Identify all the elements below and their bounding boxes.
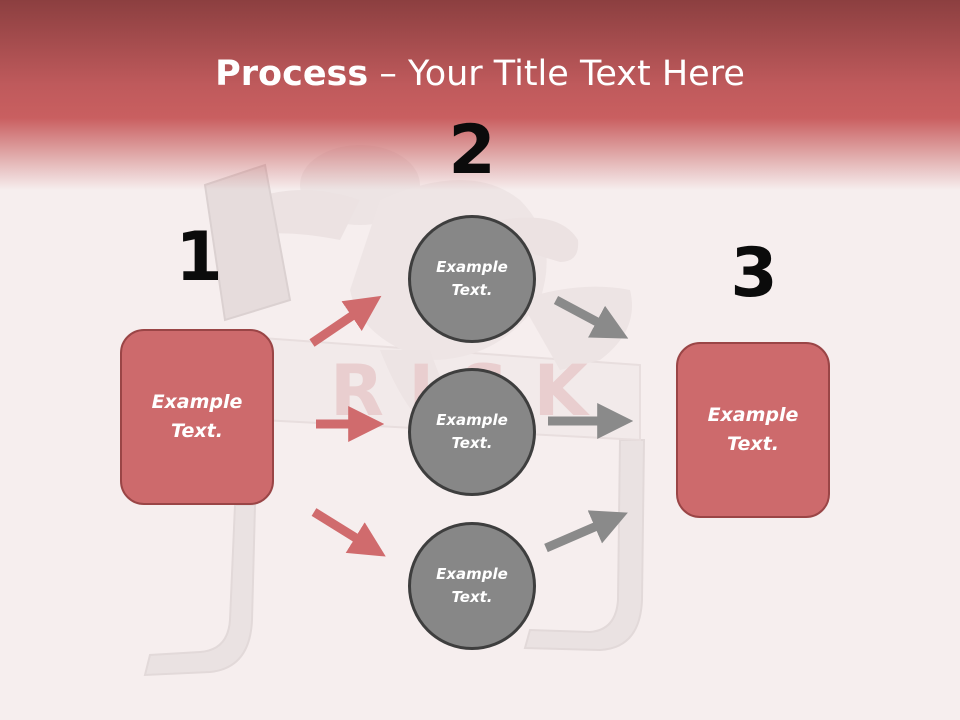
right-box-text: Example Text. (707, 404, 799, 455)
arrow-left-to-top (309, 295, 382, 347)
arrow-top-to-right (553, 296, 629, 339)
right-process-box[interactable]: Example Text. (676, 342, 830, 518)
title-banner (0, 0, 960, 190)
step-number-3: 3 (730, 234, 778, 313)
bottom-circle-text: Example Text. (436, 565, 508, 606)
middle-circle[interactable]: Example Text. (408, 368, 536, 496)
step-number-1: 1 (175, 218, 223, 297)
middle-circle-text: Example Text. (436, 411, 508, 452)
arrow-bottom-to-right (544, 510, 628, 553)
title-rest: – Your Title Text Here (368, 54, 745, 94)
left-box-text: Example Text. (151, 391, 243, 442)
bottom-circle[interactable]: Example Text. (408, 522, 536, 650)
top-circle[interactable]: Example Text. (408, 215, 536, 343)
title-bold: Process (215, 54, 369, 94)
left-process-box[interactable]: Example Text. (120, 329, 274, 505)
top-circle-text: Example Text. (436, 258, 508, 299)
step-number-2: 2 (448, 111, 496, 190)
arrow-left-to-bottom (311, 508, 386, 557)
page-title: Process – Your Title Text Here (0, 52, 960, 96)
